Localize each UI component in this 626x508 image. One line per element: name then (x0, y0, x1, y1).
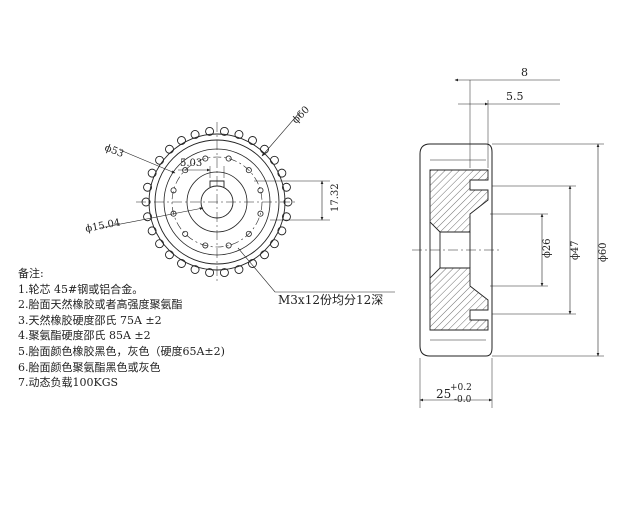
gear-tooth (260, 250, 269, 260)
gear-tooth (234, 265, 244, 274)
bolt-hole (182, 230, 189, 237)
bolt-hole (170, 187, 177, 194)
notes-title: 备注: (18, 267, 44, 280)
gear-tooth (205, 268, 215, 278)
callout-label: M3x12份均分12深 (278, 293, 383, 307)
note-item: 7.动态负载100KGS (18, 376, 119, 390)
note-item: 1.轮芯 45#钢或铝合金。 (18, 282, 144, 296)
note-item: 4.聚氨酯硬度邵氏 85A ±2 (18, 329, 151, 343)
gear-tooth (282, 212, 291, 222)
bolt-hole (202, 155, 209, 162)
note-item: 3.天然橡胶硬度邵氏 75A ±2 (18, 313, 162, 327)
gear-tooth (190, 130, 200, 139)
gear-tooth (269, 239, 279, 249)
notes-block: 备注: 1.轮芯 45#钢或铝合金。 2.胎面天然橡胶或者高强度聚氨酯 3.天然… (18, 266, 248, 391)
gear-tooth (248, 136, 257, 145)
bolt-hole (245, 167, 252, 174)
gear-tooth (219, 126, 229, 136)
gear-tooth (147, 168, 157, 178)
tol-lower-label: -0.0 (454, 395, 472, 405)
gear-tooth (190, 265, 200, 274)
bolt-hole (170, 210, 177, 217)
bolt-hole (225, 242, 232, 249)
dim-53-label: ϕ53 (103, 143, 125, 161)
gear-tooth (143, 182, 153, 192)
gear-tooth (143, 212, 153, 222)
bolt-hole (257, 210, 264, 217)
dim-hole-label: ϕ15.04 (84, 217, 121, 235)
dim-key-label: 5.03 (180, 158, 202, 169)
gear-tooth (177, 136, 186, 145)
tire-outline (419, 143, 493, 357)
dim-60-label: ϕ60 (290, 105, 312, 127)
gear-tooth (269, 155, 279, 165)
gear-tooth (219, 268, 229, 278)
hub-section-bottom (429, 267, 489, 331)
bolt-hole (245, 230, 252, 237)
gear-tooth (234, 130, 244, 139)
hub-section-top (429, 169, 489, 233)
gear-tooth (282, 182, 291, 192)
dim-53-leader (119, 149, 176, 174)
dim-60-leader (261, 111, 301, 157)
note-item: 6.胎面颜色聚氨酯黑色或灰色 (18, 360, 161, 374)
bolt-hole (202, 242, 209, 249)
tol-upper-label: +0.2 (450, 383, 472, 393)
gear-tooth (205, 126, 215, 136)
side-view (412, 78, 604, 408)
dim-8-label: 8 (521, 66, 528, 79)
gear-tooth (147, 226, 157, 236)
dim-5-5-label: 5.5 (506, 90, 524, 103)
dim-47-label: ϕ47 (570, 240, 581, 260)
gear-tooth (248, 259, 257, 268)
gear-tooth (165, 250, 174, 260)
dim-height-label: 17.32 (330, 183, 341, 212)
gear-tooth (165, 144, 174, 154)
callout-leader (237, 247, 395, 293)
front-view (99, 111, 395, 293)
note-item: 5.胎面颜色橡胶黑色，灰色（硬度65A±2) (18, 344, 225, 358)
dim-hole-leader (99, 207, 204, 229)
gear-tooth (277, 168, 287, 178)
gear-tooth (260, 144, 269, 154)
gear-tooth (155, 155, 165, 165)
gear-tooth (155, 239, 165, 249)
bolt-hole (257, 187, 264, 194)
dim-60-side-label: ϕ60 (598, 242, 609, 262)
dim-width-label: 25 (436, 387, 451, 401)
gear-tooth (277, 226, 287, 236)
bolt-hole (225, 155, 232, 162)
note-item: 2.胎面天然橡胶或者高强度聚氨酯 (18, 298, 183, 312)
dim-26-label: ϕ26 (542, 238, 553, 258)
